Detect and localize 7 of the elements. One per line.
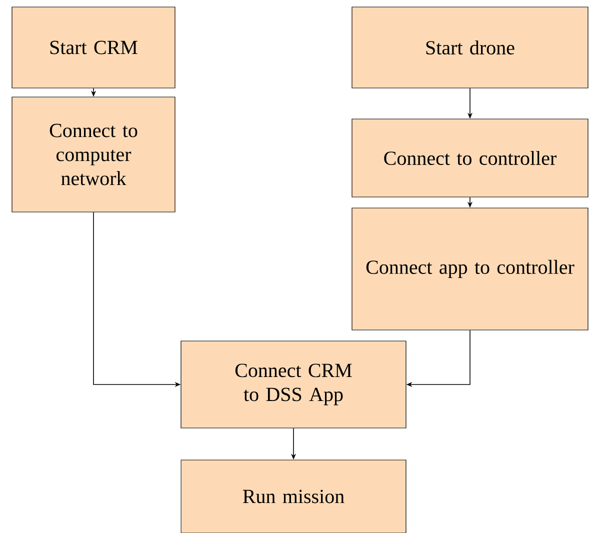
process-box: Run mission <box>180 460 406 533</box>
process-box: Connect to computer network <box>12 96 176 212</box>
process-box: Connect to controller <box>352 118 588 198</box>
process-box: Connect CRM to DSS App <box>180 340 406 428</box>
process-box: Connect app to controller <box>352 208 588 330</box>
process-box: Start drone <box>352 6 588 88</box>
process-box: Start CRM <box>12 6 176 88</box>
